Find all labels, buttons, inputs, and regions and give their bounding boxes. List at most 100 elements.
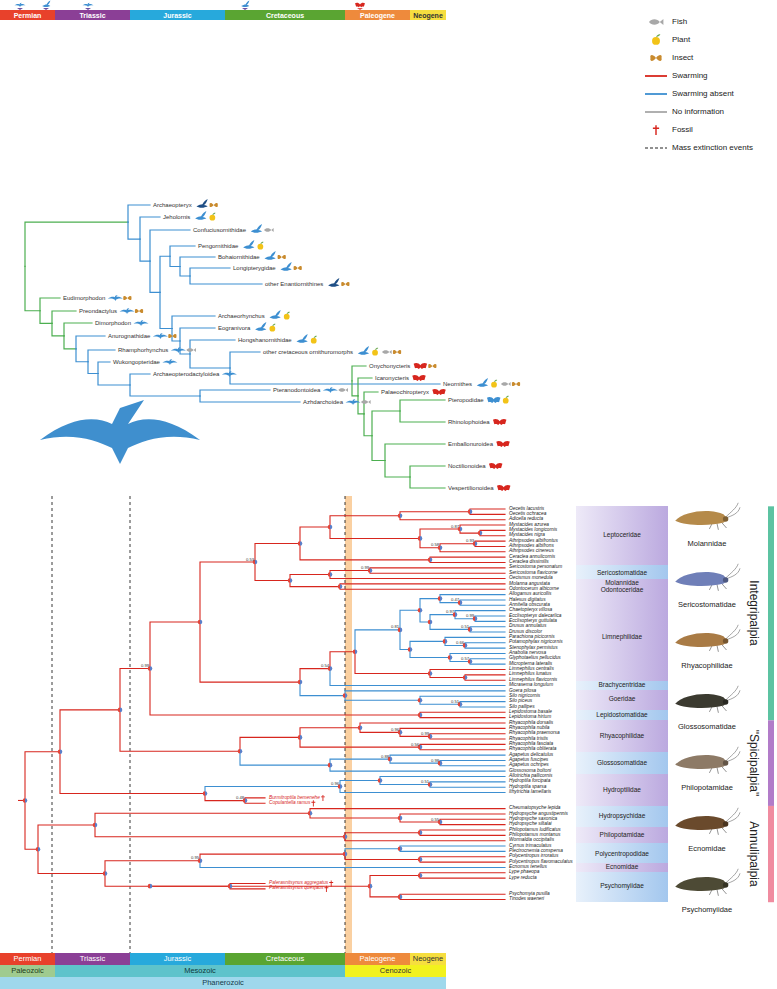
lineage-icon-shape [15, 3, 26, 7]
support-value: 0.51 [421, 780, 429, 784]
taxon-label: Ceraclea annulicornis [509, 555, 555, 560]
node-pie [418, 698, 423, 703]
pie-blue [60, 749, 62, 754]
tree-branch [358, 378, 372, 396]
family-band: Limnephilidae [576, 592, 668, 683]
pie-blue [245, 798, 247, 803]
pie-red [358, 725, 360, 730]
tree-branch [340, 787, 505, 793]
plant-icon [372, 348, 378, 356]
node-pie [478, 531, 483, 536]
support-value: 0.88 [381, 755, 389, 759]
node-pie [343, 693, 348, 698]
tree-branch [230, 352, 260, 368]
pie-blue [330, 763, 332, 768]
support-value: 0.99 [421, 732, 429, 736]
bat-silhouette [487, 397, 501, 403]
taxon-label: Polycentropus irroratus [509, 854, 558, 859]
bat-silhouette [496, 441, 510, 447]
era-box: Mesozoic [55, 965, 345, 977]
pie-red [353, 649, 355, 654]
support-value: 0.99 [466, 614, 474, 618]
plant-icon [257, 242, 263, 250]
clade-label: Longipterygidae [233, 265, 276, 271]
pie-blue [255, 560, 257, 565]
pie-blue [455, 612, 457, 617]
time-name: Mesozoic [184, 967, 216, 975]
family-band: Lepidostomatidae [576, 710, 668, 721]
tree-branch [340, 587, 505, 590]
taxon-label: Ecclisopteryx dalecarlica [509, 614, 562, 619]
caddisfly-photo [675, 503, 740, 530]
support-value: 0.99 [141, 664, 149, 668]
support-value: 0.55 [431, 818, 439, 822]
tree-branch [205, 787, 340, 794]
tree-branch [60, 710, 120, 752]
tree-branch [380, 777, 505, 781]
head [723, 760, 728, 765]
ptero-silhouette-shape [171, 347, 186, 353]
pie-blue [300, 541, 302, 546]
family-name: Rhyacophilidae [600, 733, 644, 740]
node-pie [343, 852, 348, 857]
era-box: Cenozoic [345, 965, 446, 977]
bat-silhouette-shape [497, 485, 511, 491]
pie-red [103, 871, 105, 876]
insect-icon [278, 255, 286, 259]
family-name: Psychomyiidae [600, 883, 644, 890]
fossil-dagger-shape [321, 795, 325, 801]
taxon-label: Agapetus delicatulus [509, 753, 553, 758]
tree-branch [445, 637, 505, 641]
taxon-label: Ecclisopteryx guttulata [509, 619, 557, 624]
insect-icon-shape [210, 203, 218, 207]
clade-label: Anurognathidae [108, 333, 150, 339]
tree-branch [420, 873, 505, 876]
kpg-stripe [345, 496, 352, 953]
node-pie [368, 884, 373, 889]
legend-text: Swarming absent [672, 90, 734, 98]
tree-branch [25, 266, 40, 310]
taxon-label: Anabolia nervosa [509, 651, 546, 656]
tree-branch [430, 622, 470, 629]
tree-branch [355, 652, 430, 674]
taxon-label: Hydroptila forcipata [509, 779, 550, 784]
tree-branch [300, 682, 345, 695]
taxon-label: Copulantella ramus [269, 801, 310, 806]
clade-label: Vespertilionoidea [448, 485, 494, 491]
tree-branch [370, 875, 420, 886]
plant-fruit [491, 382, 497, 388]
tree-branch [420, 715, 505, 718]
taxon-label: Oecetis lacustris [509, 507, 544, 512]
ptero-silhouette-shape [108, 295, 123, 301]
legend-text: Plant [672, 36, 690, 44]
plant-fruit [503, 398, 509, 404]
bat-silhouette-shape [414, 363, 428, 369]
legend-text: Fish [672, 18, 687, 26]
suborder-bar [768, 806, 774, 902]
taxon-label: Lype phaeopa [509, 870, 539, 875]
period-box: Triassic [55, 10, 130, 20]
support-value: 0.54 [321, 664, 329, 668]
taxon-label: Parachiona picicornis [509, 635, 555, 640]
fish-icon-shape [338, 388, 348, 392]
family-name: Polycentropodidae [595, 851, 649, 858]
bird-silhouette [358, 346, 369, 355]
node-pie [328, 525, 333, 530]
wing [675, 633, 727, 647]
head [723, 882, 728, 887]
pie-blue [290, 578, 292, 583]
taxon-label: Philopotamus ludificatus [509, 828, 561, 833]
head [723, 516, 728, 521]
node-pie [378, 778, 383, 783]
eon-box: Phanerozoic [0, 977, 446, 989]
legend-text: No information [672, 108, 724, 116]
taxon-label: Wormaldia occipitalis [509, 838, 554, 843]
wing [675, 755, 727, 769]
pie-red [118, 708, 120, 713]
fish-icon [649, 19, 663, 25]
family-band: Glossosomatidae [576, 752, 668, 773]
tree-branch [300, 543, 430, 559]
insect-icon-shape [123, 296, 131, 300]
time-name: Jurassic [164, 955, 192, 963]
family-name: Odontoceridae [601, 587, 644, 594]
